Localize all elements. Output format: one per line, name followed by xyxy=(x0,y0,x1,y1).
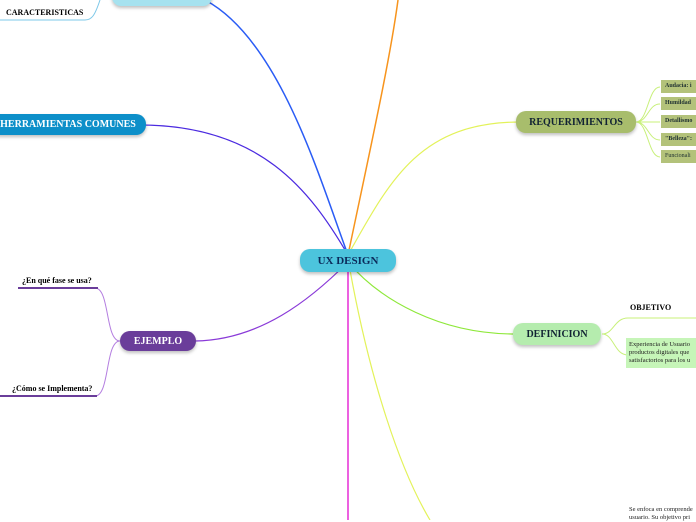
definicion-text-line: satisfactorios para los u xyxy=(629,357,691,364)
caracteristicas-parent-node[interactable] xyxy=(112,0,212,6)
caracteristicas-label[interactable]: CARACTERISTICAS xyxy=(6,8,84,17)
req-item[interactable]: Detallismo xyxy=(661,115,696,128)
definicion-text-line: productos digitales que xyxy=(629,349,690,356)
implementa-label[interactable]: ¿Cómo se Implementa? xyxy=(12,384,93,393)
ejemplo-node[interactable]: EJEMPLO xyxy=(120,331,196,351)
central-node[interactable]: UX DESIGN xyxy=(300,249,396,272)
req-item[interactable]: "Belleza": xyxy=(661,133,696,146)
definicion-node[interactable]: DEFINICION xyxy=(513,323,601,345)
herramientas-node[interactable]: HERRAMIENTAS COMUNES xyxy=(0,114,146,135)
req-item[interactable]: Funcionali xyxy=(661,150,696,163)
bottom-text-line: Se enfoca en comprende xyxy=(629,506,693,513)
bottom-text-line: usuario. Su objetivo pri xyxy=(629,514,691,521)
definicion-text-box[interactable]: Experiencia de Usuario productos digital… xyxy=(626,338,696,368)
requerimientos-node[interactable]: REQUERIMIENTOS xyxy=(516,111,636,133)
req-item[interactable]: Audacia: i xyxy=(661,80,696,93)
fase-label[interactable]: ¿En qué fase se usa? xyxy=(22,276,92,285)
objetivo-label[interactable]: OBJETIVO xyxy=(630,303,672,312)
definicion-text-line: Experiencia de Usuario xyxy=(629,341,691,348)
req-item[interactable]: Humildad xyxy=(661,97,696,110)
